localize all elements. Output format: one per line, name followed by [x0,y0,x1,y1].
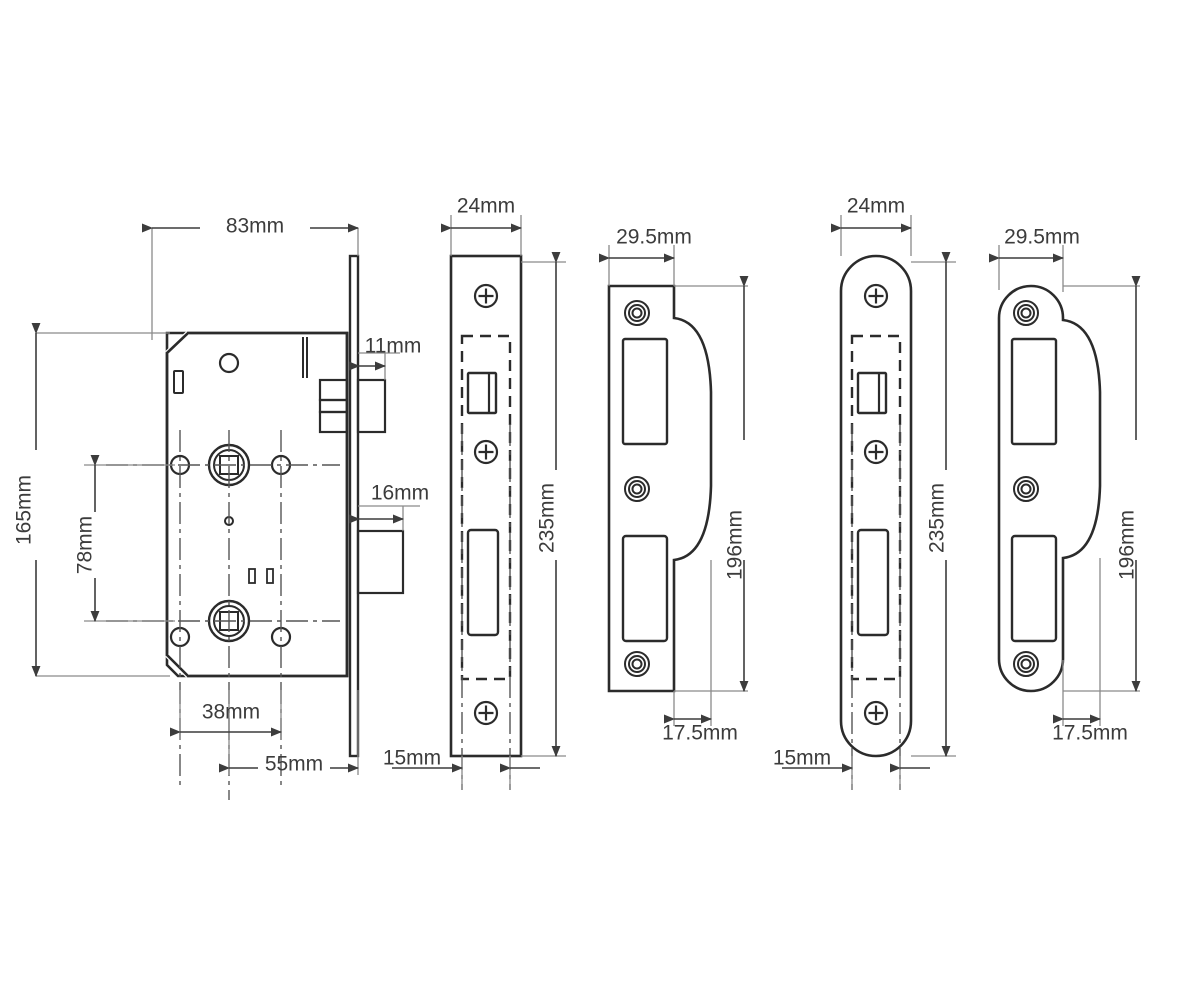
dim-label-24mm-radius: 24mm [847,195,905,218]
dim-label-196mm-square: 196mm [724,510,747,580]
square-strike-screw-top [623,299,651,327]
radius-strike-screw-bottom [1012,650,1040,678]
radius-forend-outline [839,254,913,758]
dimension-texts: 83mm 165mm 78mm 11mm 16mm 38mm 55mm 24mm… [13,195,1139,776]
dim-label-235mm-square: 235mm [536,483,559,553]
dim-label-17-5mm-radius: 17.5mm [1052,722,1128,745]
square-strike-latch-aperture [621,337,669,446]
square-strike-bolt-aperture [621,534,669,643]
dim-label-11mm: 11mm [365,335,422,358]
dim-label-29-5mm-square: 29.5mm [616,226,692,249]
dead-bolt-protruding [356,529,405,595]
latch-block-upper [318,378,349,402]
dim-label-17-5mm-square: 17.5mm [662,722,738,745]
deadbolt-aperture [466,528,500,637]
square-forend-outline [449,254,523,758]
handing-slot-left [248,568,256,584]
radius-latch-aperture [856,371,888,415]
dim-label-15mm-square: 15mm [383,747,441,770]
latch-bolt-protruding [356,378,387,434]
forend-screw-top [473,283,499,309]
radius-forend-screw-top [863,283,889,309]
latch-block-mid [318,398,349,414]
dim-label-38mm: 38mm [202,701,260,724]
radius-strike-screw-middle [1012,475,1040,503]
dim-label-55mm: 55mm [265,753,323,776]
dim-label-16mm: 16mm [371,482,429,505]
lock-case-body [165,331,349,678]
radius-strike-screw-top [1012,299,1040,327]
latch-block-lower [318,410,349,434]
view-square-forend [449,254,523,758]
radius-strike-outline [997,284,1102,693]
forend-screw-bottom [473,700,499,726]
radius-forend-screw-middle [863,439,889,465]
view-radius-strike [997,284,1102,693]
square-strike-outline [607,284,713,693]
latch-aperture [466,371,498,415]
dim-label-24mm-square: 24mm [457,195,515,218]
dim-label-83mm: 83mm [226,215,284,238]
dim-label-78mm: 78mm [74,516,97,574]
radius-deadbolt-aperture [856,528,890,637]
dim-label-196mm-radius: 196mm [1116,510,1139,580]
forend-screw-middle [473,439,499,465]
square-strike-screw-bottom [623,650,651,678]
lock-forend-plate [348,254,360,758]
dim-label-165mm: 165mm [13,475,36,545]
radius-strike-latch-aperture [1010,337,1058,446]
dimension-lines [31,223,1141,773]
square-strike-screw-middle [623,475,651,503]
view-radius-forend [839,254,913,758]
handing-slot-right [266,568,274,584]
dim-label-15mm-radius: 15mm [773,747,831,770]
dim-label-29-5mm-radius: 29.5mm [1004,226,1080,249]
dim-label-235mm-radius: 235mm [926,483,949,553]
case-slot [173,370,184,394]
radius-strike-bolt-aperture [1010,534,1058,643]
case-internal-rib [302,337,308,378]
view-square-strike [607,284,713,693]
case-fixing-hole [218,352,240,374]
radius-forend-screw-bottom [863,700,889,726]
